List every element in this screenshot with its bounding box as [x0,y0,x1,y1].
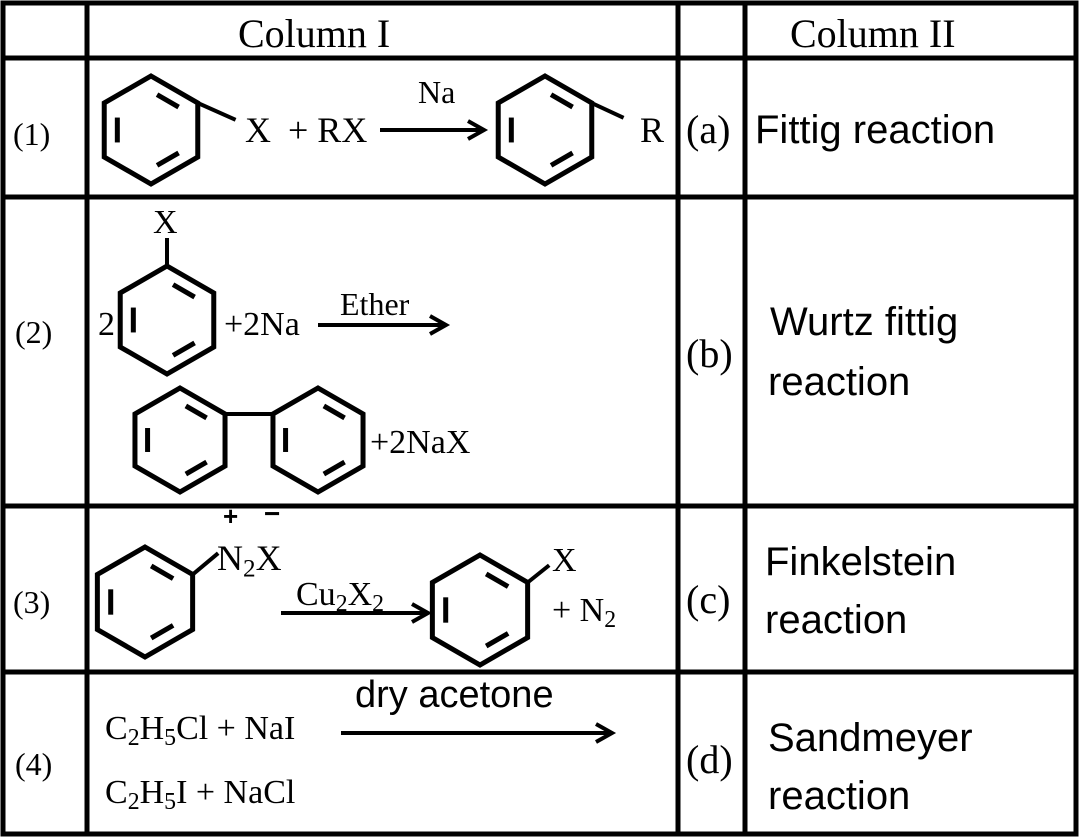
row-3-diazonium: N2X [217,538,282,583]
row-2-answer-line-1: Wurtz fittig [770,300,959,344]
row-2-biphenyl-left-ring [132,385,228,495]
row-2-letter: (b) [686,331,733,376]
row-1-reagent: Na [418,74,456,110]
row-4-answer-line-1: Sandmeyer [768,716,973,760]
row-2-biphenyl-right-ring [270,385,366,495]
row-3-answer-line-1: Finkelstein [765,540,957,584]
row-3-product-ring [429,552,531,668]
row-2-benzene-ring [117,263,217,377]
row-3-bond [189,551,220,578]
row-4-arrow-head [595,722,617,744]
row-1-product-sub: R [640,110,665,150]
row-3-reagent: Cu2X2 [296,576,385,617]
row-4-answer-line-2: reaction [768,774,911,818]
row-3-letter: (c) [686,577,731,622]
row-2-answer-line-2: reaction [768,360,911,404]
row-2-plus-na: +2Na [224,306,300,343]
row-4-reagent: dry acetone [355,674,554,716]
column-2-header: Column II [790,11,956,56]
row-3-plus-charge: + [223,501,239,531]
row-2-coefficient: 2 [98,306,115,343]
row-2-arrow-head [429,314,451,336]
row-3-minus-charge: − [264,498,281,529]
row-1-answer: Fittig reaction [755,108,996,152]
row-1-letter: (a) [686,107,731,152]
row-2-top-sub: X [153,204,178,241]
row-2-number: (2) [15,314,53,350]
row-4-products: C2H5I + NaCl [105,774,296,815]
row-1-bond [195,100,237,122]
row-4-reactants: C2H5Cl + NaI [105,710,296,751]
row-1-number: (1) [13,116,51,152]
column-1-header: Column I [238,11,391,56]
row-2-byproduct: +2NaX [370,424,471,461]
row-3-arrow-head [411,602,433,624]
row-1-arrow-head [467,119,489,141]
row-3-product-bond [524,563,551,586]
row-1-plus-rx: + RX [288,110,368,150]
row-1-product-bond [589,100,625,120]
row-3-benzene-ring [94,544,196,660]
row-4-number: (4) [15,746,53,782]
row-2-reagent: Ether [340,286,410,322]
row-1-substituent-x: X [245,110,271,150]
row-4-letter: (d) [686,737,733,782]
row-3-number: (3) [13,584,51,620]
row-3-plus-n2: + N2 [552,592,617,633]
row-1-product-ring [495,73,595,187]
row-3-product-sub: X [552,542,577,579]
row-3-answer-line-2: reaction [765,598,908,642]
row-1-benzene-ring [101,73,201,187]
